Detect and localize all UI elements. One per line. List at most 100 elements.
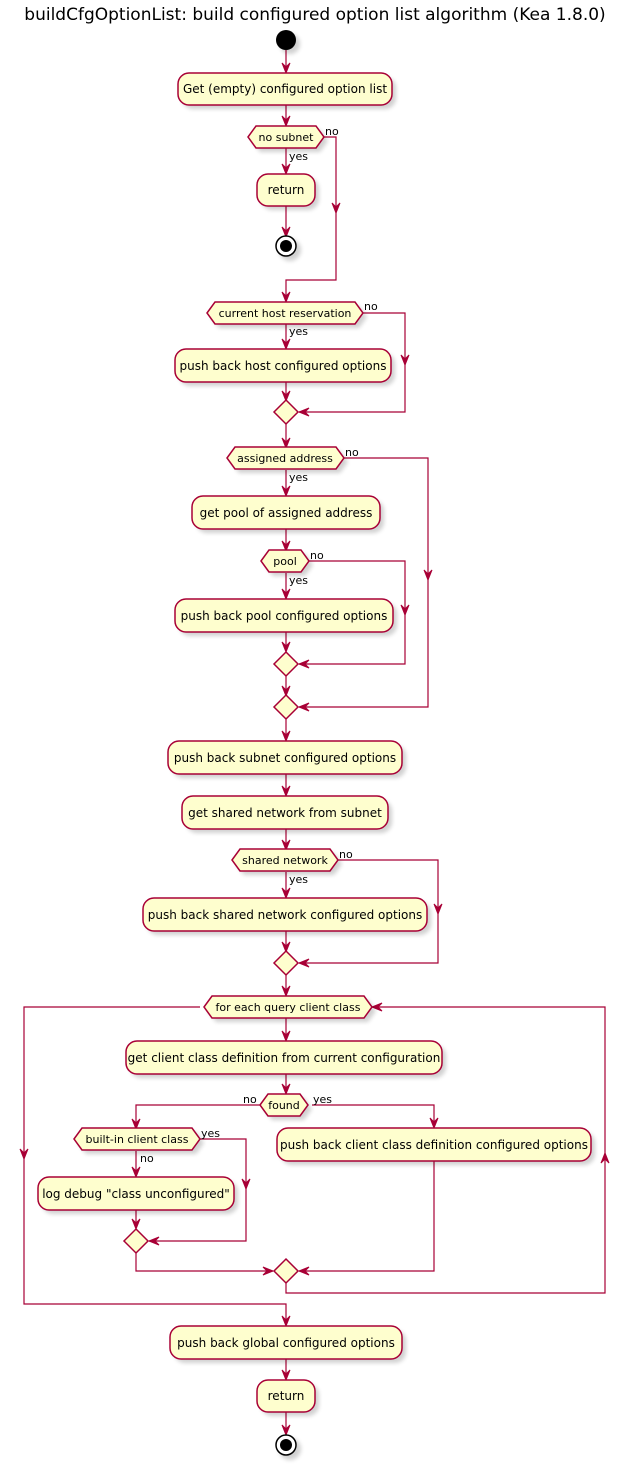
activity-push-host-label: push back host configured options [180, 359, 387, 373]
label-assigned-yes: yes [289, 471, 308, 484]
activity-get-shared-network [181, 795, 389, 830]
arrowhead [131, 1218, 141, 1231]
activity-push-subnet-label: push back subnet configured options [174, 751, 396, 765]
arrowhead [281, 685, 291, 698]
arrowhead [281, 887, 291, 900]
arrowhead [281, 985, 291, 998]
activity-log-debug-label: log debug "class unconfigured" [42, 1187, 230, 1201]
merge-found [272, 1257, 300, 1285]
arrowhead [281, 1030, 291, 1043]
activity-push-class-def-label: push back client class definition config… [280, 1138, 588, 1152]
arrowhead [281, 1315, 291, 1328]
activity-push-pool-label: push back pool configured options [181, 609, 388, 623]
condition-no-subnet-label: no subnet [259, 131, 315, 144]
condition-found-label: found [268, 1099, 300, 1112]
edge-assigned-no [299, 457, 429, 708]
arrowhead [241, 1178, 251, 1191]
arrowhead [281, 1369, 291, 1382]
arrowhead [370, 1002, 383, 1012]
edge-found-no [135, 1104, 260, 1128]
arrowhead [331, 202, 341, 215]
activity-get-empty-list-label: Get (empty) configured option list [183, 82, 387, 96]
diagram-title: buildCfgOptionList: build configured opt… [24, 5, 605, 25]
condition-builtin-class-label: built-in client class [86, 1133, 189, 1146]
label-nosubnet-yes: yes [289, 150, 308, 163]
activity-push-host [174, 348, 392, 383]
arrowhead [281, 540, 291, 553]
arrowhead [281, 588, 291, 601]
arrowhead [281, 62, 291, 75]
label-found-no: no [243, 1093, 257, 1106]
label-shared-no: no [339, 848, 353, 861]
arrowheads [19, 62, 610, 1437]
arrowhead [297, 1266, 310, 1276]
arrowhead [600, 1151, 610, 1164]
arrowhead [281, 941, 291, 954]
label-pool-no: no [310, 549, 324, 562]
start-node [276, 30, 296, 50]
activity-get-shared-network-label: get shared network from subnet [188, 806, 382, 820]
activity-push-class-def [276, 1127, 592, 1162]
stop-node-final-inner [280, 1439, 292, 1451]
activity-return-final-label: return [268, 1389, 305, 1403]
arrowhead [147, 1236, 160, 1246]
activity-push-pool [174, 598, 394, 633]
label-builtin-no: no [140, 1152, 154, 1165]
edge-pushclass-merge6 [299, 1160, 435, 1272]
activity-get-empty-list [177, 72, 393, 106]
arrowhead [281, 390, 291, 403]
merge-host [272, 398, 300, 426]
activity-return-early-label: return [268, 183, 305, 197]
arrowhead [281, 338, 291, 351]
condition-assigned-address-label: assigned address [237, 452, 333, 465]
condition-host-reservation [206, 301, 364, 325]
arrowhead [281, 485, 291, 498]
condition-found [259, 1093, 309, 1117]
label-host-yes: yes [289, 325, 308, 338]
label-nosubnet-no: no [325, 125, 339, 138]
merge-builtin [122, 1227, 150, 1255]
stop-node-early-inner [280, 240, 292, 252]
arrowhead [281, 115, 291, 128]
merge-assigned [272, 693, 300, 721]
label-found-yes: yes [313, 1093, 332, 1106]
activity-push-global-label: push back global configured options [177, 1336, 395, 1350]
activity-push-subnet [167, 740, 403, 775]
arrowhead [423, 569, 433, 582]
arrowhead [281, 839, 291, 852]
arrowhead [281, 226, 291, 239]
activity-return-early [256, 173, 316, 207]
arrowhead [281, 785, 291, 798]
label-shared-yes: yes [289, 873, 308, 886]
merge-pool [272, 650, 300, 678]
edge-loop-back [285, 1006, 606, 1294]
arrowhead [281, 1083, 291, 1096]
arrowhead [262, 1266, 275, 1276]
condition-no-subnet [247, 125, 325, 149]
merge-shared [272, 949, 300, 977]
arrowhead [433, 903, 443, 916]
activity-push-shared-network [142, 897, 428, 932]
loop-for-each-client-class [203, 995, 373, 1019]
edge-loop-exit [23, 1006, 287, 1325]
arrowhead [429, 1117, 439, 1130]
loop-for-each-client-class-label: for each query client class [216, 1001, 361, 1014]
arrowhead [297, 958, 310, 968]
activity-push-shared-network-label: push back shared network configured opti… [148, 908, 422, 922]
label-host-no: no [364, 300, 378, 313]
arrowhead [400, 604, 410, 617]
label-builtin-yes: yes [201, 1127, 220, 1140]
activity-get-pool-label: get pool of assigned address [200, 506, 373, 520]
arrowhead [297, 702, 310, 712]
activity-get-class-def [125, 1040, 443, 1075]
arrowhead [281, 437, 291, 450]
edge-found-yes [312, 1104, 435, 1127]
arrowhead [297, 659, 310, 669]
activity-get-pool [191, 495, 381, 530]
activity-log-debug [37, 1176, 235, 1211]
arrowhead [281, 291, 291, 304]
arrowhead [281, 1424, 291, 1437]
arrowhead [131, 1118, 141, 1131]
arrowhead [19, 1148, 29, 1161]
condition-shared-network-label: shared network [242, 854, 328, 867]
